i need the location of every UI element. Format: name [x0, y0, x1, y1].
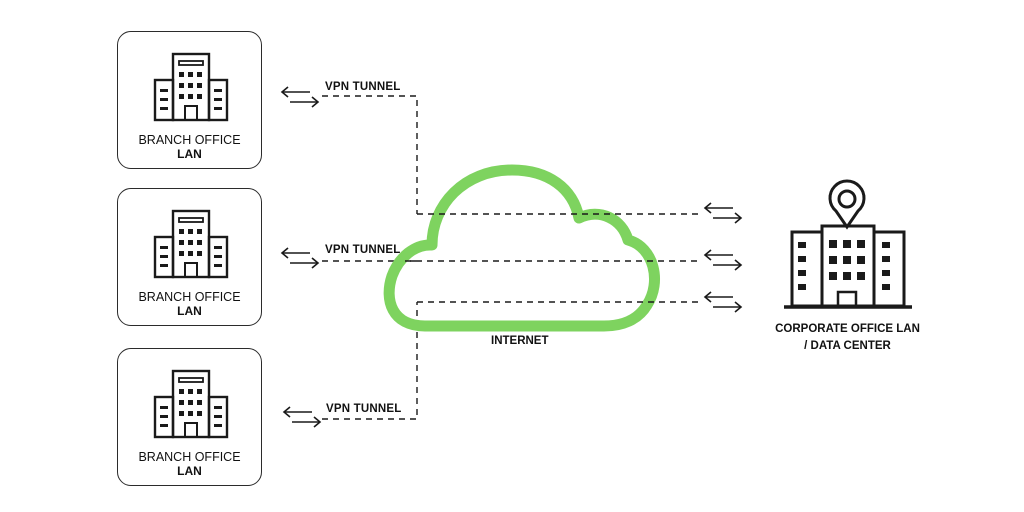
bidirectional-arrows-icon	[704, 249, 742, 271]
branch-lan-label: LAN	[177, 147, 202, 161]
bidirectional-arrows-icon	[281, 86, 319, 108]
corporate-windows	[798, 240, 890, 290]
branch-office-box: BRANCH OFFICE LAN	[117, 188, 262, 326]
office-building-icon	[153, 52, 229, 122]
bidirectional-arrows-icon	[704, 202, 742, 224]
bidirectional-arrows-icon	[283, 406, 321, 428]
bidirectional-arrows-icon	[704, 291, 742, 313]
cloud-icon	[383, 164, 660, 332]
office-building-icon	[153, 369, 229, 439]
branch-lan-label: LAN	[177, 464, 202, 478]
tunnel-lines-right	[405, 213, 698, 303]
vpn-tunnel-label: VPN TUNNEL	[325, 244, 401, 256]
branch-office-label: BRANCH OFFICE	[138, 450, 241, 464]
branch-office-box: BRANCH OFFICE LAN	[117, 31, 262, 169]
vpn-tunnel-label: VPN TUNNEL	[325, 81, 401, 93]
branch-office-box: BRANCH OFFICE LAN	[117, 348, 262, 486]
bidirectional-arrows-icon	[281, 247, 319, 269]
tunnel-line-1	[322, 95, 418, 214]
branch-lan-label: LAN	[177, 304, 202, 318]
branch-office-label: BRANCH OFFICE	[138, 133, 241, 147]
vpn-tunnel-label: VPN TUNNEL	[326, 403, 402, 415]
corporate-building-location-icon	[784, 179, 912, 309]
internet-label: INTERNET	[491, 335, 549, 347]
data-center-label: / DATA CENTER	[804, 340, 891, 352]
corporate-office-label: CORPORATE OFFICE LAN	[775, 323, 920, 335]
office-building-icon	[153, 209, 229, 279]
branch-office-label: BRANCH OFFICE	[138, 290, 241, 304]
